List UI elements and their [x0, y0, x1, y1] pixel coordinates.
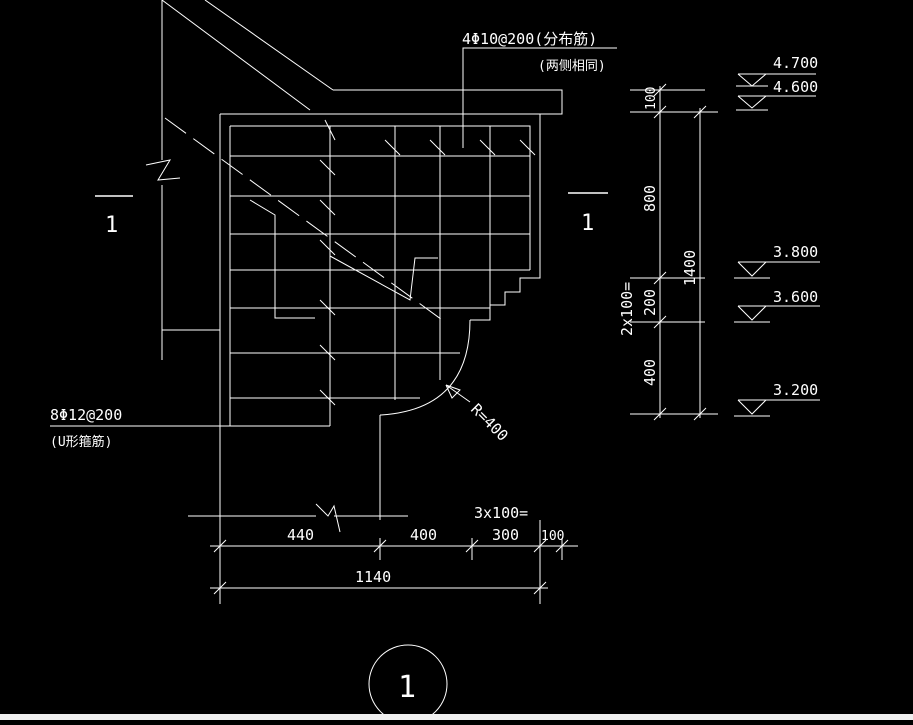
dim-400-right: 400 — [641, 359, 659, 386]
rebar-top-note: (两侧相同) — [538, 59, 606, 74]
dim-300: 300 — [492, 526, 519, 544]
window-bottom-strip — [0, 714, 913, 720]
rebar-left-label: 8Φ12@200 — [50, 406, 122, 424]
dim-1140: 1140 — [355, 568, 391, 586]
dim-2x100: 2x100= — [618, 282, 636, 336]
dim-200-right: 200 — [641, 289, 659, 316]
diagonal-rebar — [164, 117, 536, 406]
radius-label: R=400 — [467, 400, 512, 445]
section-marker-right: 1 — [568, 192, 608, 236]
dim-3x100: 3x100= — [474, 504, 528, 522]
elevation-3800: 3.800 — [773, 243, 818, 261]
bottom-dimensions: 440 400 3x100= 300 100 1140 — [188, 503, 578, 604]
rebar-top-label: 4Φ10@200(分布筋) — [462, 30, 597, 48]
dim-1400: 1400 — [681, 250, 699, 286]
dim-800: 800 — [641, 185, 659, 212]
stair-slab-upper — [145, 0, 563, 360]
section-right-number: 1 — [581, 211, 594, 236]
elevation-4600: 4.600 — [773, 78, 818, 96]
dim-400-bottom: 400 — [410, 526, 437, 544]
elevation-3200: 3.200 — [773, 381, 818, 399]
section-left-number: 1 — [105, 213, 118, 238]
section-marker-left: 1 — [95, 195, 133, 238]
detail-bubble: 1 — [368, 644, 448, 724]
right-dimensions: 100 800 1400 2x100= 200 400 — [618, 83, 718, 421]
dim-100-bottom: 100 — [541, 529, 564, 544]
leaders — [50, 47, 617, 427]
detail-number: 1 — [398, 670, 416, 705]
elevation-4700: 4.700 — [773, 54, 818, 72]
rebar-cage — [229, 125, 531, 427]
rebar-left-note: (U形箍筋) — [50, 434, 112, 450]
dim-440: 440 — [287, 526, 314, 544]
elevation-3600: 3.600 — [773, 288, 818, 306]
dim-100-right: 100 — [644, 87, 659, 110]
elevation-markers: 4.700 4.600 3.800 3.600 3.200 — [734, 54, 820, 417]
